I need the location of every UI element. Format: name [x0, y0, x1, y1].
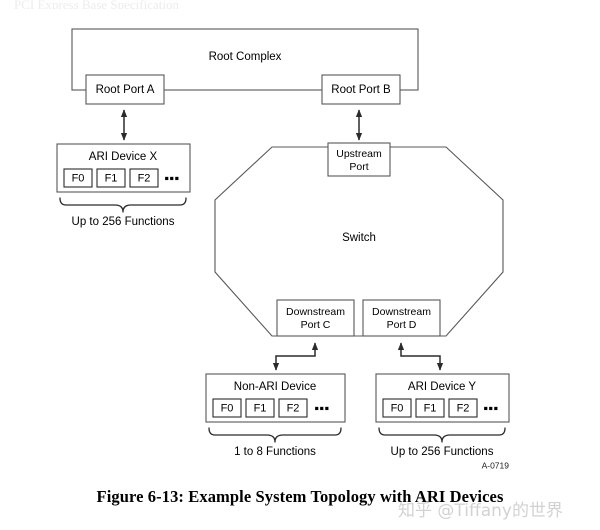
ari-device-x-function-f1-label: F1: [105, 172, 118, 184]
ari-device-x-function-f0-label: F0: [72, 172, 85, 184]
page-header-bleed-text: PCI Express Base Specification: [14, 0, 179, 9]
ari-device-x-brace-label: Up to 256 Functions: [72, 216, 175, 228]
root-port-a-node[interactable]: Root Port A: [85, 74, 165, 105]
root-port-a-box: [85, 74, 165, 105]
upstream-port-box: [327, 142, 391, 177]
ari-device-x-node[interactable]: ARI Device X F0 F1 F2 ▪▪▪: [56, 143, 191, 193]
ari-device-y-node[interactable]: ARI Device Y F0 F1 F2 ▪▪▪: [375, 373, 510, 423]
ari-device-x-function-f2-label: F2: [138, 172, 151, 184]
non-ari-device-brace-label: 1 to 8 Functions: [234, 446, 316, 458]
non-ari-device-function-f2-box[interactable]: [278, 398, 308, 418]
root-port-b-box: [321, 74, 401, 105]
link-downstream-port-d-to-ari-device-y: [397, 342, 444, 371]
ari-device-y-function-f0-label: F0: [391, 402, 404, 414]
ari-device-y-function-ellipsis: ▪▪▪: [483, 400, 498, 415]
root-port-b-node[interactable]: Root Port B: [321, 74, 401, 105]
non-ari-device-function-f1-box[interactable]: [245, 398, 275, 418]
ari-device-y-function-f1-box[interactable]: [415, 398, 445, 418]
downstream-port-d-label-line1: Downstream: [372, 306, 431, 318]
ari-device-x-function-f1-box[interactable]: [96, 168, 126, 188]
downstream-port-d-node[interactable]: Downstream Port D: [362, 299, 441, 337]
ari-device-y-function-f1-label: F1: [424, 402, 437, 414]
downstream-port-c-node[interactable]: Downstream Port C: [276, 299, 355, 337]
downstream-port-c-label-line2: Port C: [301, 319, 331, 331]
switch-octagon: [214, 146, 504, 337]
downstream-port-c-box: [276, 299, 355, 337]
non-ari-device-function-f2-label: F2: [287, 402, 300, 414]
switch-label: Switch: [342, 232, 376, 244]
ari-device-y-brace-label: Up to 256 Functions: [391, 446, 494, 458]
ari-device-y-function-f2-box[interactable]: [448, 398, 478, 418]
non-ari-device-brace: [208, 427, 342, 443]
non-ari-device-function-f1-label: F1: [254, 402, 267, 414]
root-port-a-label: Root Port A: [96, 84, 155, 96]
figure-caption: Figure 6-13: Example System Topology wit…: [96, 487, 504, 506]
non-ari-device-function-f0-box[interactable]: [212, 398, 242, 418]
upstream-port-label-line2: Port: [349, 161, 368, 173]
non-ari-device-label: Non-ARI Device: [234, 381, 316, 393]
switch-node[interactable]: Switch: [214, 146, 504, 337]
ari-device-y-label: ARI Device Y: [408, 381, 477, 393]
ari-device-x-function-f2-box[interactable]: [129, 168, 159, 188]
downstream-port-d-box: [362, 299, 441, 337]
ari-device-x-function-ellipsis: ▪▪▪: [164, 170, 179, 185]
figure-id-label: A-0719: [482, 460, 510, 470]
upstream-port-label-line1: Upstream: [336, 148, 382, 160]
ari-device-y-function-f0-box[interactable]: [382, 398, 412, 418]
ari-device-x-label: ARI Device X: [89, 151, 158, 163]
link-downstream-port-c-to-non-ari-device: [272, 342, 319, 371]
upstream-port-node[interactable]: Upstream Port: [327, 142, 391, 177]
non-ari-device-node[interactable]: Non-ARI Device F0 F1 F2 ▪▪▪: [205, 373, 346, 423]
root-port-b-label: Root Port B: [331, 84, 391, 96]
downstream-port-c-label-line1: Downstream: [286, 306, 345, 318]
ari-device-x-function-f0-box[interactable]: [63, 168, 93, 188]
downstream-port-d-label-line2: Port D: [387, 319, 417, 331]
ari-device-y-brace: [378, 427, 506, 443]
ari-device-y-function-f2-label: F2: [457, 402, 470, 414]
root-complex-label: Root Complex: [209, 51, 282, 63]
ari-device-x-brace: [59, 197, 187, 213]
non-ari-device-function-f0-label: F0: [221, 402, 234, 414]
non-ari-device-function-ellipsis: ▪▪▪: [314, 400, 329, 415]
